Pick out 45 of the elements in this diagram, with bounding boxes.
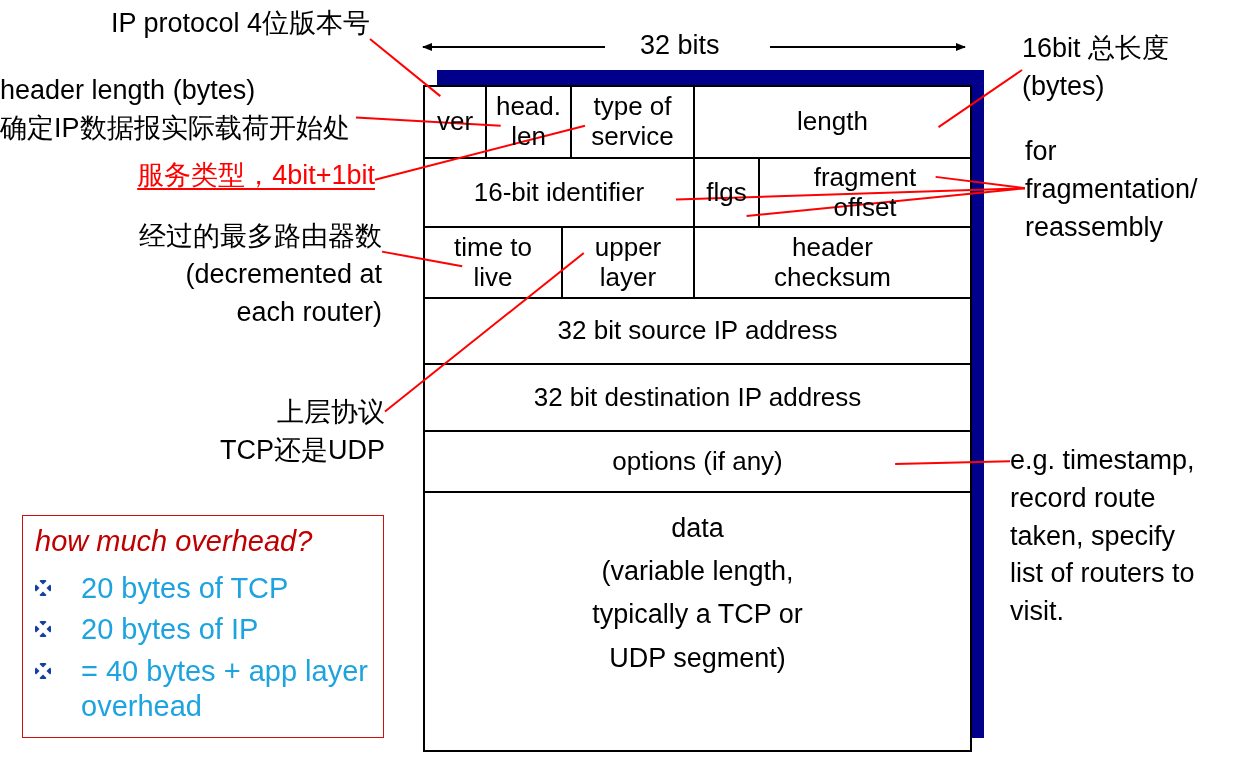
field-label: upper layer [593,232,663,293]
header-field [693,226,972,299]
bullet-text: = 40 bytes + app layer overhead [81,654,369,724]
annotation-text: 16bit 总长度(bytes) [1022,30,1182,110]
header-field [423,226,563,299]
annotation-text: header length (bytes) 确定IP数据报实际载荷开始处 [0,72,356,148]
field-label: (variable length, typically a TCP or UDP segment) [591,555,804,675]
leader-line [355,116,502,127]
header-field [570,85,695,159]
header-field [485,85,572,159]
field-label: type of service [590,92,675,152]
header-field [423,297,972,365]
leader-line [934,175,1026,190]
header-field [423,157,695,228]
header-field [423,430,972,493]
header-field [561,226,695,299]
header-field [758,157,972,228]
field-label: options (if any) [612,446,783,477]
dimension-label: 32 bits [640,30,720,61]
annotation-text: for fragmentation/ reassembly [1025,133,1230,248]
leader-line [894,460,1011,465]
leader-line [374,124,586,181]
field-label: 32 bit destination IP address [533,382,862,413]
annotation-text: IP protocol 4位版本号 [60,5,370,45]
field-label: length [797,107,868,137]
note-heading: how much overhead? [35,524,314,559]
field-label: time to live [453,232,533,293]
header-field [423,363,972,432]
header-field [423,491,972,752]
note-box [22,515,384,738]
annotation-text: 上层协议 TCP还是UDP [180,394,385,470]
leader-line [384,252,585,413]
field-label: 32 bit source IP address [557,316,838,346]
bullet-text: 20 bytes of TCP [81,570,289,606]
leader-line [369,38,442,98]
leader-line [937,69,1023,129]
annotation-text: e.g. timestamp, record route taken, specify list of routers to visit. [1010,442,1205,634]
leader-line [381,250,464,268]
annotation-text: 经过的最多路由器数 (decremented at each router) [130,218,382,334]
annotation-text: 服务类型，4bit+1bit [100,157,375,195]
bullet-text: 20 bytes of IP [81,612,259,648]
header-field [693,85,972,159]
field-label: 16-bit identifier [473,177,645,208]
field-label: data [671,512,724,545]
field-label: header checksum [772,232,892,293]
